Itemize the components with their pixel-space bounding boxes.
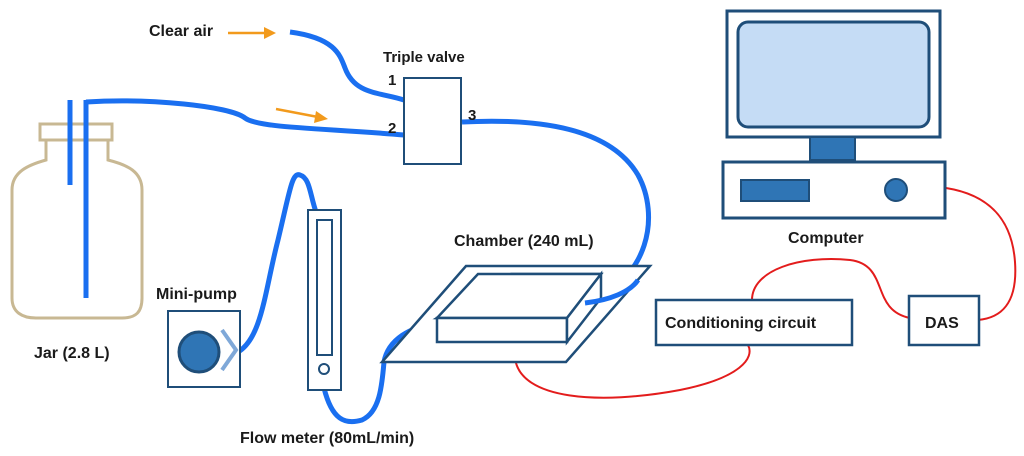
conditioning-circuit-label: Conditioning circuit	[665, 315, 817, 332]
flow-meter-label: Flow meter (80mL/min)	[240, 430, 414, 447]
port-3-label: 3	[468, 107, 476, 124]
flow-meter	[307, 209, 342, 391]
das-label: DAS	[925, 315, 959, 332]
jar-label: Jar (2.8 L)	[34, 345, 110, 362]
arrow-right-icon	[228, 27, 276, 39]
wire-das-to-computer	[945, 187, 1017, 321]
pump-rotor-icon	[177, 330, 221, 374]
mini-pump-label: Mini-pump	[156, 286, 237, 303]
signal-wires	[514, 187, 1017, 399]
clear-air-label: Clear air	[149, 23, 213, 40]
pump-outlet-icon	[220, 328, 239, 372]
labels: Clear air Triple valve 1 2 3 Jar (2.8 L)…	[34, 23, 959, 447]
triple-valve-label: Triple valve	[383, 49, 465, 66]
computer-power-button-icon	[884, 178, 908, 202]
tube-clear-air-to-port-1	[289, 29, 405, 103]
port-2-label: 2	[388, 120, 396, 137]
computer-screen	[736, 20, 931, 129]
arrow-right-icon	[275, 107, 328, 123]
tube-pump-to-flowmeter	[236, 172, 319, 355]
computer-monitor-stand	[809, 136, 856, 161]
chamber-box-front	[435, 316, 569, 344]
flow-meter-float-icon	[318, 363, 330, 375]
wire-chamber-to-conditioning	[514, 344, 751, 399]
wire-conditioning-to-das	[751, 258, 911, 319]
jar	[10, 122, 144, 320]
mini-pump	[167, 310, 241, 388]
flow-arrows	[228, 27, 328, 123]
triple-valve	[403, 77, 462, 165]
chamber	[379, 264, 653, 364]
tube-flowmeter-to-chamber	[321, 321, 439, 425]
chamber-label: Chamber (240 mL)	[454, 233, 594, 250]
tube-jar-to-port-2	[83, 98, 405, 298]
jar-lid	[38, 122, 114, 142]
jar-body	[10, 140, 144, 320]
computer-label: Computer	[788, 230, 864, 247]
computer-drive-slot-icon	[740, 179, 810, 202]
flow-meter-tube	[316, 219, 333, 356]
conditioning-circuit-box	[654, 298, 854, 347]
computer	[721, 9, 947, 220]
port-1-label: 1	[388, 72, 396, 89]
das-box	[907, 294, 981, 347]
